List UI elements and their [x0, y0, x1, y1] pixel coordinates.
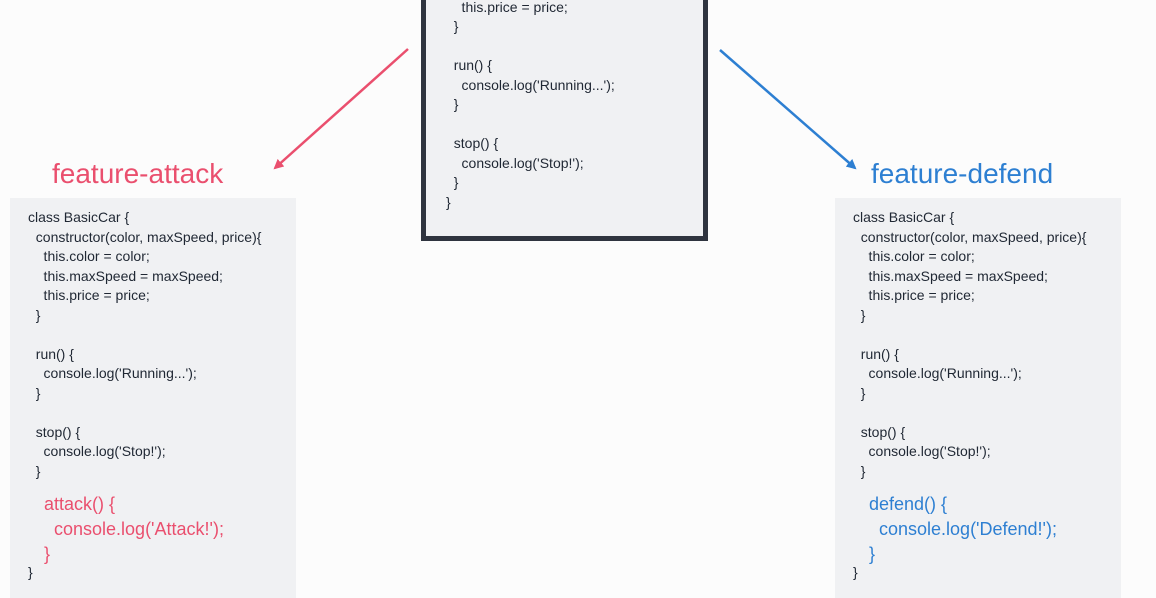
code-line: this.price = price;: [853, 287, 975, 303]
code-line: this.color = color;: [28, 248, 150, 264]
code-line: }: [28, 384, 41, 401]
added-code-line: }: [34, 544, 51, 564]
added-code-line: attack() {: [34, 494, 116, 514]
feature-defend-code-box: class BasicCar { constructor(color, maxS…: [835, 198, 1121, 598]
code-line: this.maxSpeed = maxSpeed;: [853, 267, 1048, 284]
code-line: this.price = price;: [28, 287, 150, 303]
code-line: console.log('Running...');: [446, 76, 615, 93]
added-code-line: defend() {: [859, 494, 948, 514]
added-code-line: }: [859, 544, 876, 564]
code-line: this.price = price;: [446, 0, 568, 15]
code-line: stop() {: [28, 423, 81, 440]
code-line: stop() {: [853, 423, 906, 440]
added-code-line: console.log('Attack!');: [34, 519, 224, 539]
code-line: this.color = color;: [853, 248, 975, 264]
code-line: }: [446, 18, 459, 34]
code-line: }: [853, 384, 866, 401]
code-line: console.log('Running...');: [28, 365, 197, 381]
code-line: class BasicCar {: [853, 209, 955, 225]
code-line: }: [853, 306, 866, 323]
code-line: console.log('Stop!');: [28, 443, 166, 459]
code-line: run() {: [446, 57, 492, 73]
code-line: console.log('Running...');: [853, 365, 1022, 381]
code-line: }: [853, 462, 866, 479]
closing-brace: }: [853, 564, 858, 580]
code-line: run() {: [853, 345, 899, 362]
code-line: this.maxSpeed = maxSpeed;: [28, 267, 223, 284]
feature-defend-title: feature-defend: [871, 158, 1054, 189]
base-code-box: this.maxSpeed = maxSpeed; this.price = p…: [421, 0, 708, 241]
code-line: run() {: [28, 345, 74, 362]
arrow-to-attack: [273, 48, 409, 170]
code-line: }: [28, 306, 41, 323]
code-line: }: [446, 193, 451, 210]
feature-attack-code-box: class BasicCar { constructor(color, maxS…: [10, 198, 296, 598]
code-line: constructor(color, maxSpeed, price){: [28, 228, 262, 245]
code-line: console.log('Stop!');: [446, 154, 584, 171]
code-line: }: [446, 174, 459, 190]
code-line: class BasicCar {: [28, 209, 130, 225]
arrow-to-defend: [719, 49, 857, 170]
closing-brace: }: [28, 564, 33, 580]
code-line: }: [28, 462, 41, 479]
code-line: }: [446, 96, 459, 112]
code-line: console.log('Stop!');: [853, 443, 991, 459]
feature-attack-title: feature-attack: [52, 158, 224, 189]
code-line: constructor(color, maxSpeed, price){: [853, 228, 1087, 245]
code-line: stop() {: [446, 135, 499, 151]
added-code-line: console.log('Defend!');: [859, 519, 1057, 539]
